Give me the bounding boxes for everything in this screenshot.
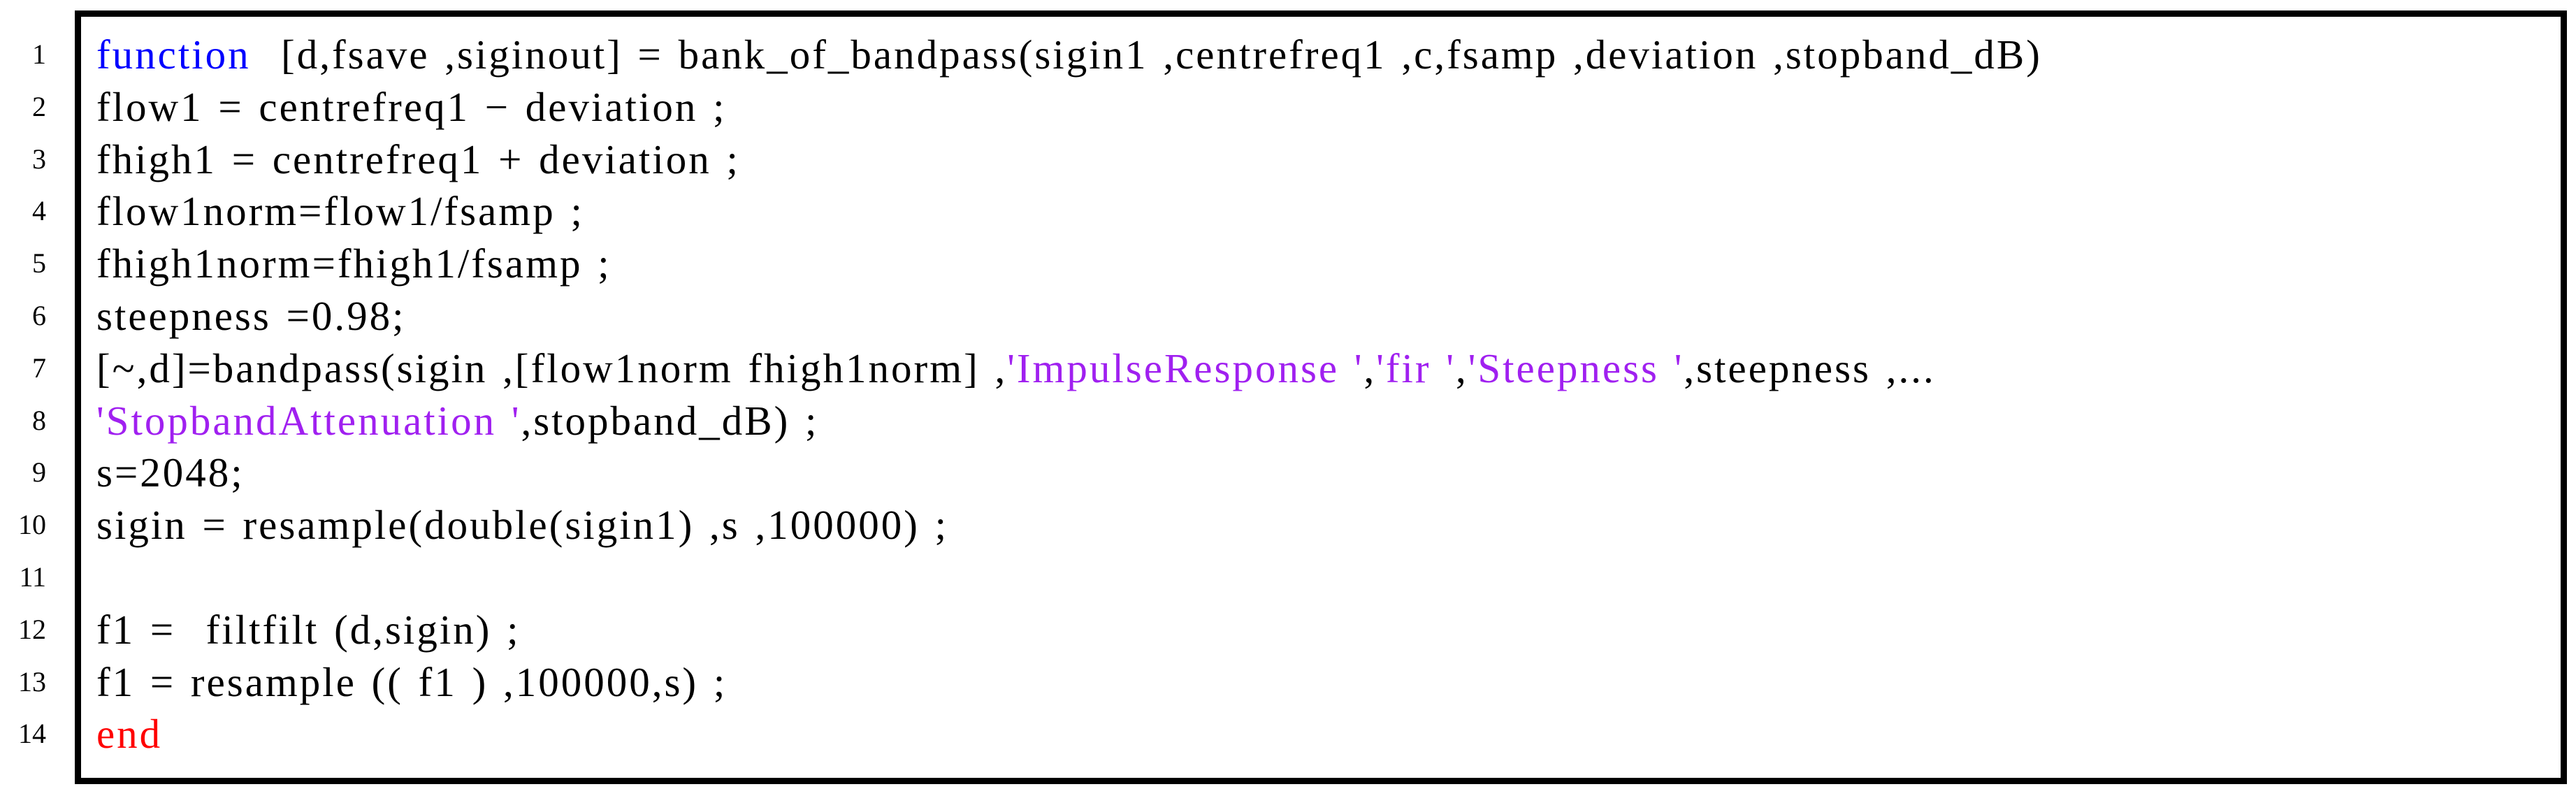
code-text: flow1 = centrefreq1 − deviation ; [96, 81, 726, 133]
code-token-plain: sigin = resample(double(sigin1) ,s ,1000… [96, 502, 948, 549]
line-number: 7 [32, 352, 46, 384]
code-token-keyword: function [96, 31, 251, 78]
code-token-plain: f1 = filtfilt (d,sigin) ; [96, 606, 521, 653]
code-text: 'StopbandAttenuation ',stopband_dB) ; [96, 395, 818, 447]
code-line: 13 f1 = resample (( f1 ) ,100000,s) ; [0, 656, 2576, 709]
code-token-endkw: end [96, 711, 163, 758]
code-text: sigin = resample(double(sigin1) ,s ,1000… [96, 499, 948, 551]
code-listing-frame [75, 10, 2567, 784]
code-text: [~,d]=bandpass(sigin ,[flow1norm fhigh1n… [96, 342, 1936, 395]
code-line: 3 fhigh1 = centrefreq1 + deviation ; [0, 133, 2576, 186]
code-text: f1 = resample (( f1 ) ,100000,s) ; [96, 656, 727, 709]
code-listing: 1 function [d,fsave ,siginout] = bank_of_… [0, 29, 2576, 760]
code-token-plain: , [1363, 345, 1377, 391]
line-number: 5 [32, 247, 46, 280]
line-number: 14 [18, 718, 46, 750]
code-text: f1 = filtfilt (d,sigin) ; [96, 604, 521, 656]
code-token-plain: f1 = resample (( f1 ) ,100000,s) ; [96, 658, 728, 705]
code-token-string: 'StopbandAttenuation ' [96, 397, 521, 444]
code-text: fhigh1norm=fhigh1/fsamp ; [96, 238, 612, 290]
code-text: function [d,fsave ,siginout] = bank_of_b… [96, 29, 2042, 81]
code-line: 8 'StopbandAttenuation ',stopband_dB) ; [0, 395, 2576, 447]
code-line: 14 end [0, 708, 2576, 760]
code-token-plain: flow1 = centrefreq1 − deviation ; [96, 83, 727, 130]
code-token-plain: ,steepness ,... [1684, 345, 1936, 391]
code-line: 11 [0, 551, 2576, 604]
line-number: 10 [18, 509, 46, 541]
code-text: end [96, 708, 162, 760]
line-number: 1 [32, 38, 46, 70]
code-token-plain: flow1norm=flow1/fsamp ; [96, 188, 584, 235]
line-number: 2 [32, 90, 46, 122]
code-line: 12 f1 = filtfilt (d,sigin) ; [0, 604, 2576, 656]
code-token-plain: [~,d]=bandpass(sigin ,[flow1norm fhigh1n… [96, 345, 1008, 391]
line-number: 13 [18, 665, 46, 697]
code-line: 5 fhigh1norm=fhigh1/fsamp ; [0, 238, 2576, 290]
code-line: 4 flow1norm=flow1/fsamp ; [0, 185, 2576, 238]
code-text: s=2048; [96, 447, 245, 499]
code-token-plain: s=2048; [96, 449, 245, 496]
code-line: 10 sigin = resample(double(sigin1) ,s ,10… [0, 499, 2576, 551]
line-number: 12 [18, 613, 46, 645]
code-text: fhigh1 = centrefreq1 + deviation ; [96, 133, 740, 186]
line-number: 11 [19, 560, 46, 593]
code-token-string: 'fir ' [1376, 345, 1456, 391]
line-number: 6 [32, 299, 46, 331]
code-line: 7 [~,d]=bandpass(sigin ,[flow1norm fhigh1… [0, 342, 2576, 395]
code-text: steepness =0.98; [96, 290, 406, 342]
line-number: 4 [32, 195, 46, 227]
code-token-string: 'ImpulseResponse ' [1007, 345, 1364, 391]
line-number: 9 [32, 456, 46, 489]
code-token-plain: fhigh1 = centrefreq1 + deviation ; [96, 136, 740, 182]
code-token-plain: steepness =0.98; [96, 292, 406, 339]
code-token-string: 'Steepness ' [1468, 345, 1684, 391]
code-token-plain: fhigh1norm=fhigh1/fsamp ; [96, 240, 612, 287]
code-token-plain: , [1455, 345, 1468, 391]
line-number: 8 [32, 404, 46, 436]
line-number: 3 [32, 143, 46, 175]
code-token-plain: ,stopband_dB) ; [521, 397, 819, 444]
code-line: 9 s=2048; [0, 447, 2576, 499]
code-text: flow1norm=flow1/fsamp ; [96, 185, 584, 238]
code-line: 1 function [d,fsave ,siginout] = bank_of_… [0, 29, 2576, 81]
code-line: 6 steepness =0.98; [0, 290, 2576, 342]
code-line: 2 flow1 = centrefreq1 − deviation ; [0, 81, 2576, 133]
code-token-plain: [d,fsave ,siginout] = bank_of_bandpass(s… [250, 31, 2042, 78]
